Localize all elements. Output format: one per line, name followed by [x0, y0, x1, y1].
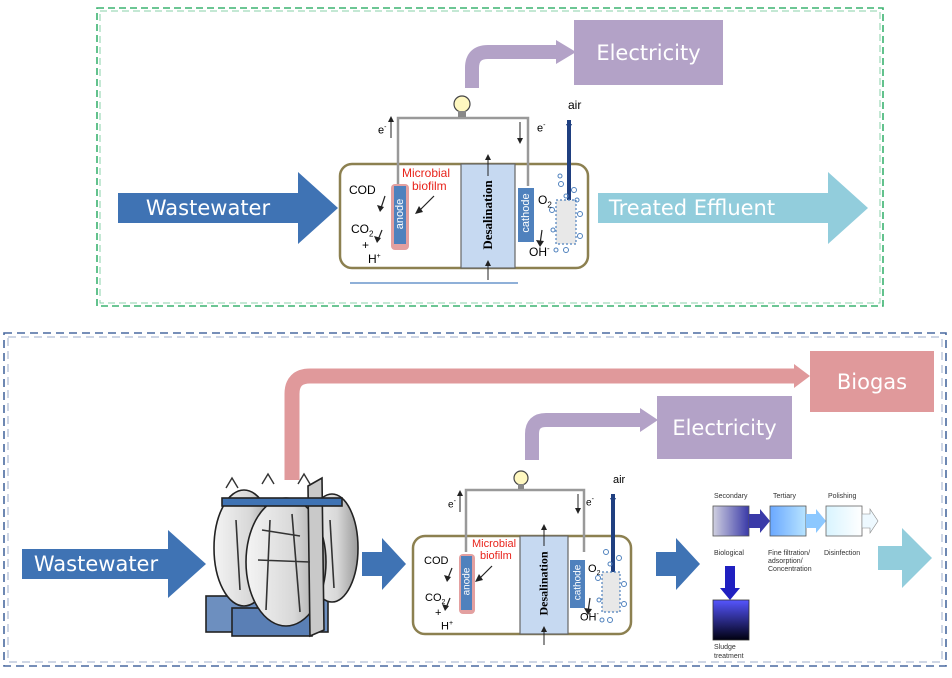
- bottom-plus-label: +: [435, 607, 442, 619]
- top-cell: [338, 95, 590, 284]
- digester-image: [205, 472, 359, 638]
- top-treated-effluent-label: Treated Effluent: [608, 196, 776, 220]
- bottom-oh-label: OH-: [580, 611, 599, 624]
- disinfection-label: Disinfection: [824, 550, 861, 557]
- treatment-train: [712, 505, 879, 641]
- bottom-h-label: H+: [441, 620, 454, 633]
- top-e-left: e-: [378, 124, 387, 137]
- top-e-right: e-: [537, 122, 546, 135]
- top-plus-label: +: [362, 238, 370, 252]
- digester-to-cell-arrow: [362, 538, 406, 590]
- top-anode-label: anode: [394, 198, 406, 230]
- bottom-e-right: e-: [586, 496, 594, 509]
- top-air-label: air: [568, 98, 582, 112]
- secondary-label: Secondary: [714, 493, 748, 500]
- bottom-anode-label: anode: [461, 567, 473, 596]
- top-electricity-box: [574, 20, 723, 85]
- top-panel-border-inner: [99, 10, 881, 304]
- bottom-wastewater-arrow: [22, 530, 206, 598]
- top-electricity-arrow: [465, 45, 560, 88]
- top-oh-label: OH-: [529, 244, 550, 259]
- polishing-label: Polishing: [828, 493, 857, 500]
- bottom-e-left: e-: [448, 498, 456, 511]
- biogas-arrowhead: [794, 364, 810, 388]
- bottom-panel-border: [3, 332, 947, 667]
- final-effluent-arrow: [878, 528, 932, 588]
- top-desalination-label: Desalination: [480, 180, 495, 250]
- tertiary-label: Tertiary: [773, 493, 796, 500]
- biological-label: Biological: [714, 550, 744, 557]
- top-o2-label: O2: [538, 193, 552, 210]
- top-cod-label: COD: [349, 183, 376, 197]
- bottom-electricity-arrowhead: [640, 408, 658, 432]
- top-effluent-arrow: [598, 172, 868, 244]
- bottom-cell: [411, 470, 633, 645]
- top-wastewater-arrow: [118, 172, 338, 244]
- top-h-label: H+: [368, 252, 381, 266]
- top-cathode-label: cathode: [520, 193, 532, 233]
- bottom-cod-label: COD: [424, 555, 449, 567]
- biogas-label: Biogas: [836, 369, 908, 394]
- top-electricity-arrowhead: [556, 40, 576, 64]
- top-wastewater-label: Wastewater: [145, 196, 271, 220]
- biogas-arrow: [284, 368, 798, 480]
- bottom-cathode-label: cathode: [572, 564, 584, 601]
- fine-filtration-label: Fine filtration/adsorption/Concentration: [768, 550, 812, 573]
- bottom-electricity-label: Electricity: [672, 415, 777, 440]
- bottom-air-label: air: [613, 474, 626, 486]
- bottom-o2-label: O2: [588, 563, 601, 578]
- bottom-electricity-box: [657, 396, 792, 459]
- bottom-panel-border-inner: [7, 336, 943, 663]
- bottom-co2-label: CO2: [425, 592, 446, 607]
- top-electricity-label: Electricity: [596, 40, 701, 65]
- biogas-box: [810, 351, 934, 412]
- bottom-electricity-arrow: [525, 413, 644, 460]
- cell-to-treatment-arrow: [656, 538, 700, 590]
- bottom-desalination-label: Desalination: [536, 551, 551, 616]
- top-panel-border: [96, 7, 884, 307]
- bottom-wastewater-label: Wastewater: [33, 552, 159, 576]
- top-co2-label: CO2: [351, 222, 374, 239]
